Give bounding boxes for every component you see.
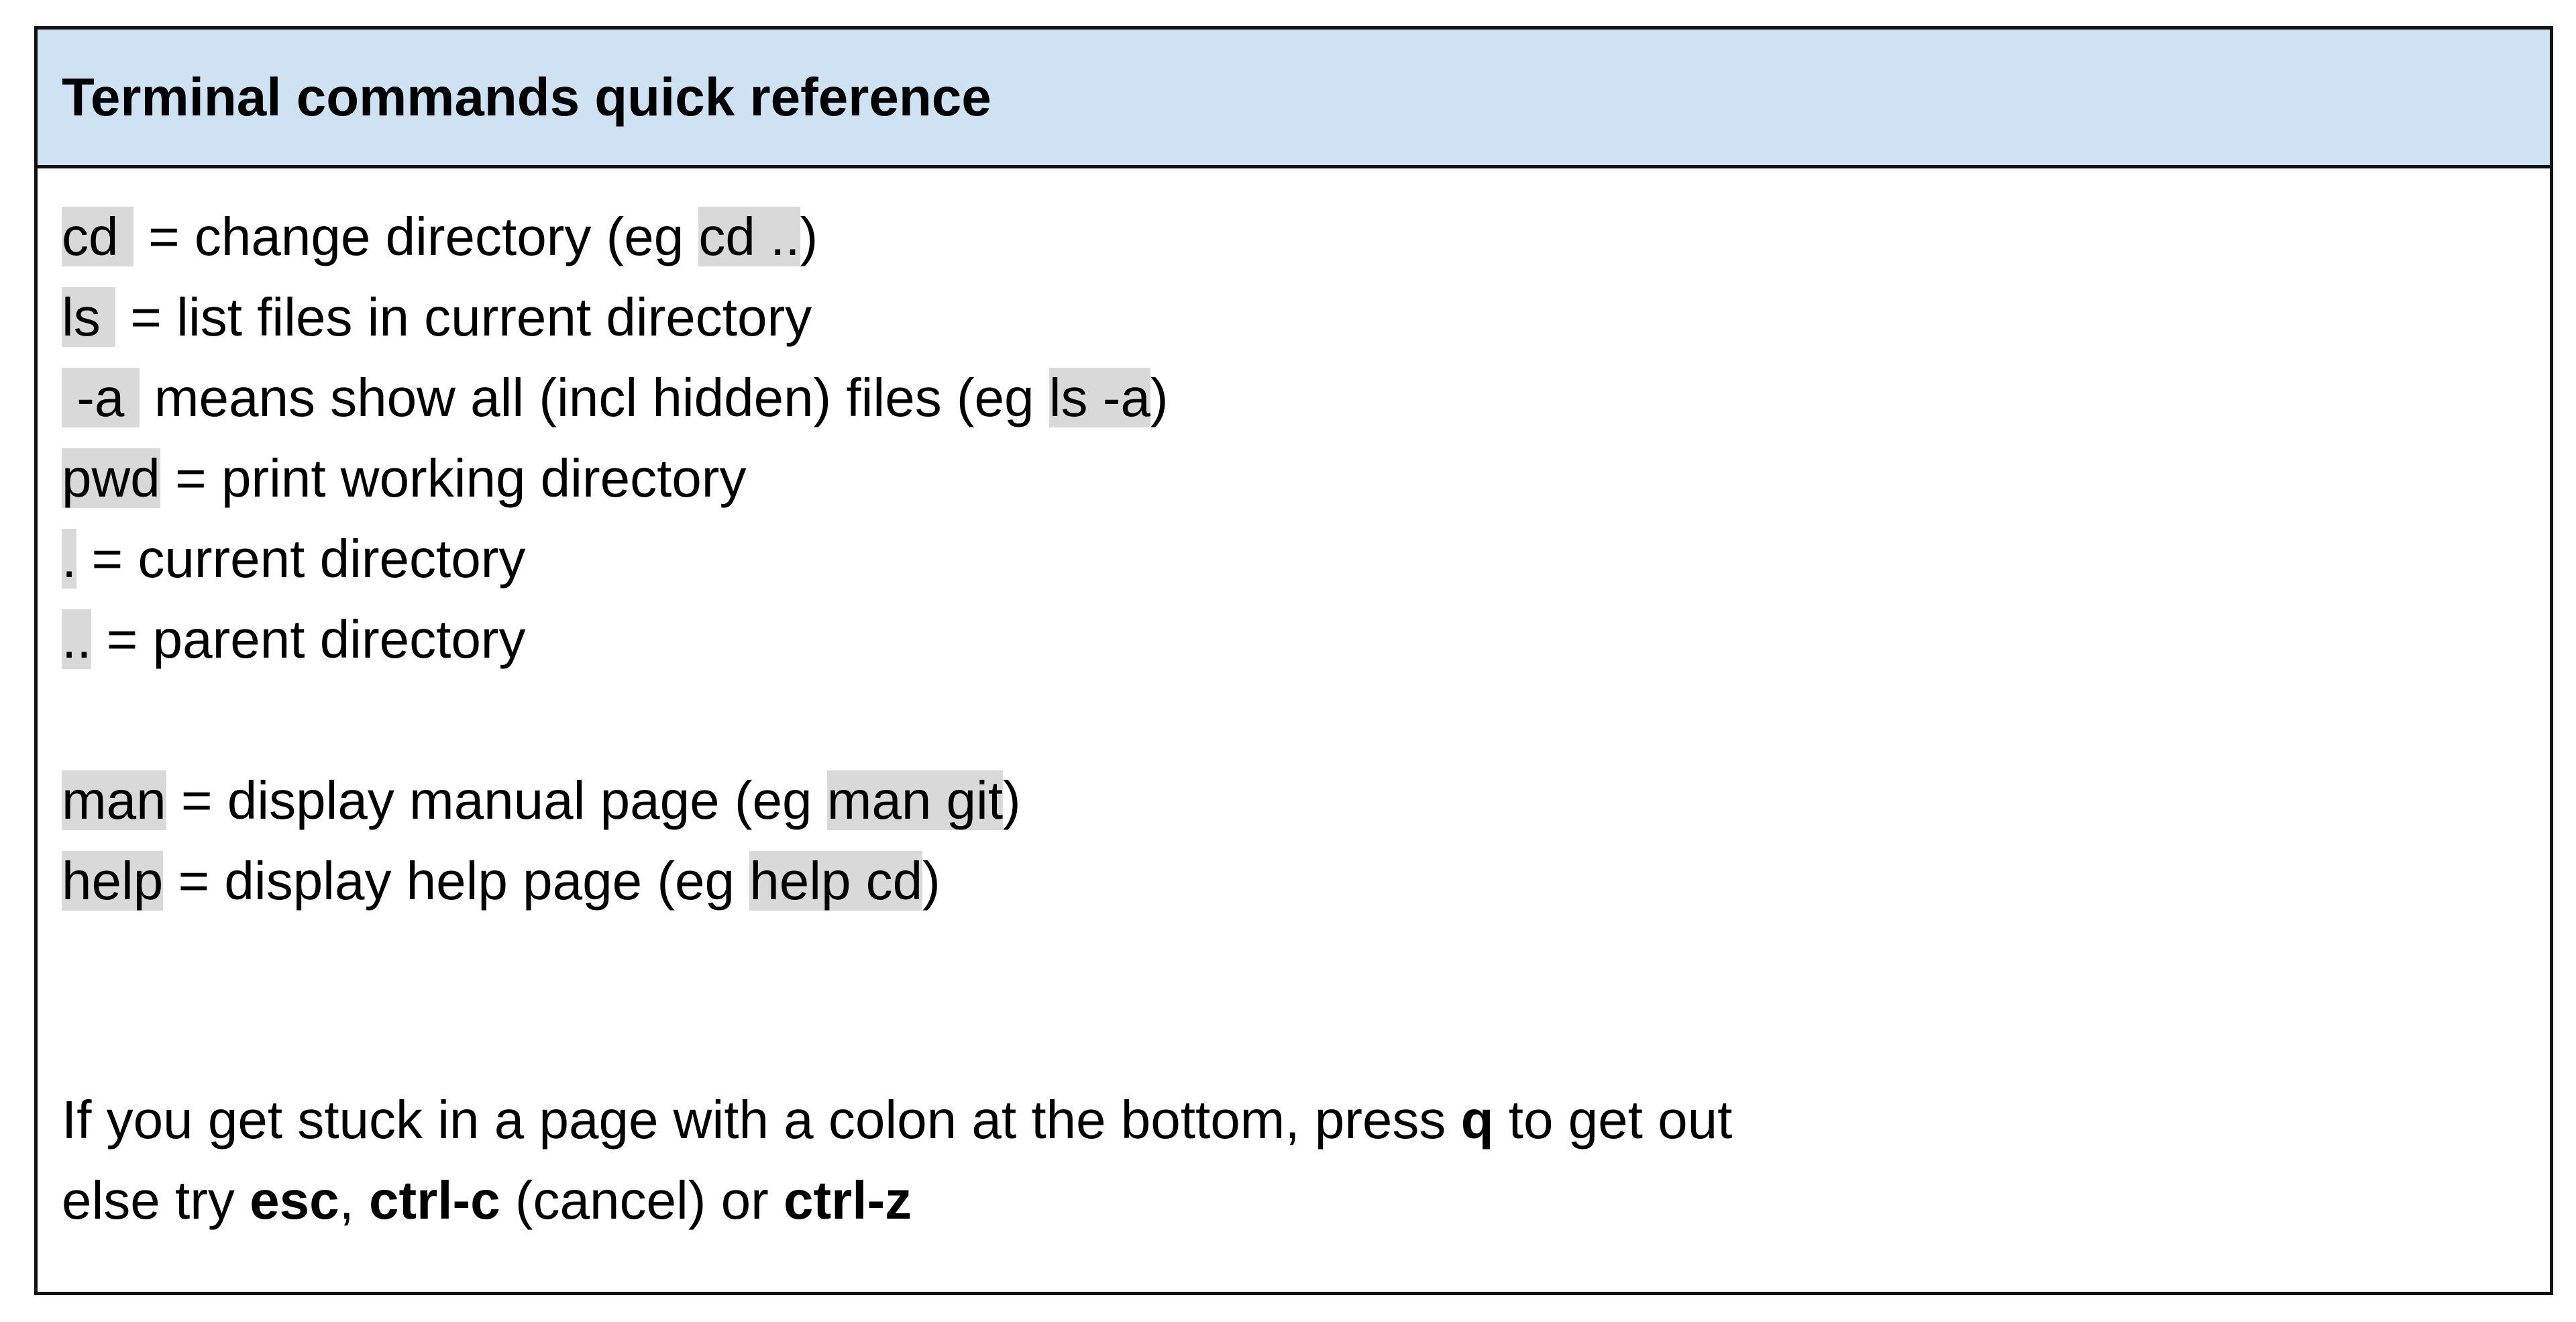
cmd-man: man (62, 770, 166, 830)
desc-cd-end: ) (800, 207, 818, 266)
cmd-cd: cd (62, 207, 133, 266)
line-help: help = display help page (eg help cd) (62, 841, 2526, 921)
cmd-dotdot: .. (62, 609, 92, 669)
desc-pwd: = print working directory (160, 448, 747, 508)
line-all: -a means show all (incl hidden) files (e… (62, 358, 2526, 438)
cmd-pwd: pwd (62, 448, 160, 508)
card-header: Terminal commands quick reference (38, 30, 2550, 168)
spacer (62, 921, 2526, 1080)
line-man: man = display manual page (eg man git) (62, 760, 2526, 841)
example-help: help cd (749, 851, 923, 911)
cmd-help: help (62, 851, 164, 911)
spacer (62, 680, 2526, 760)
tip-stuck: If you get stuck in a page with a colon … (62, 1080, 2526, 1160)
desc-help: = display help page (eg (163, 851, 750, 911)
desc-dotdot: = parent directory (91, 609, 526, 669)
card-content: cd = change directory (eg cd ..) ls = li… (62, 197, 2526, 1241)
reference-card: Terminal commands quick reference cd = c… (34, 26, 2553, 1295)
line-dot: . = current directory (62, 519, 2526, 599)
line-cd: cd = change directory (eg cd ..) (62, 197, 2526, 277)
example-man: man git (826, 770, 1004, 830)
key-esc: esc (250, 1170, 339, 1230)
tip-stuck-end: to get out (1493, 1090, 1733, 1150)
key-q: q (1460, 1090, 1494, 1150)
tip-else-mid: (cancel) or (500, 1170, 784, 1230)
desc-ls: = list files in current directory (115, 287, 812, 347)
key-ctrl-z: ctrl-z (783, 1170, 912, 1230)
cmd-dot: . (62, 529, 77, 589)
desc-dot: = current directory (76, 529, 526, 589)
desc-all: means show all (incl hidden) files (eg (139, 368, 1049, 427)
desc-man-end: ) (1003, 770, 1021, 830)
tip-else-sep: , (339, 1170, 370, 1230)
key-ctrl-c: ctrl-c (369, 1170, 500, 1230)
desc-man: = display manual page (eg (166, 770, 827, 830)
tip-else: else try esc, ctrl-c (cancel) or ctrl-z (62, 1160, 2526, 1241)
example-cd: cd .. (698, 207, 800, 266)
cmd-ls: ls (62, 287, 115, 347)
desc-cd: = change directory (eg (133, 207, 699, 266)
line-pwd: pwd = print working directory (62, 438, 2526, 519)
tip-stuck-text: If you get stuck in a page with a colon … (62, 1090, 1461, 1150)
example-all: ls -a (1049, 368, 1150, 427)
desc-help-end: ) (922, 851, 941, 911)
line-ls: ls = list files in current directory (62, 277, 2526, 358)
desc-all-end: ) (1150, 368, 1169, 427)
tip-else-text: else try (62, 1170, 250, 1230)
card-title: Terminal commands quick reference (62, 67, 991, 127)
cmd-all: -a (62, 368, 140, 427)
line-dotdot: .. = parent directory (62, 599, 2526, 680)
